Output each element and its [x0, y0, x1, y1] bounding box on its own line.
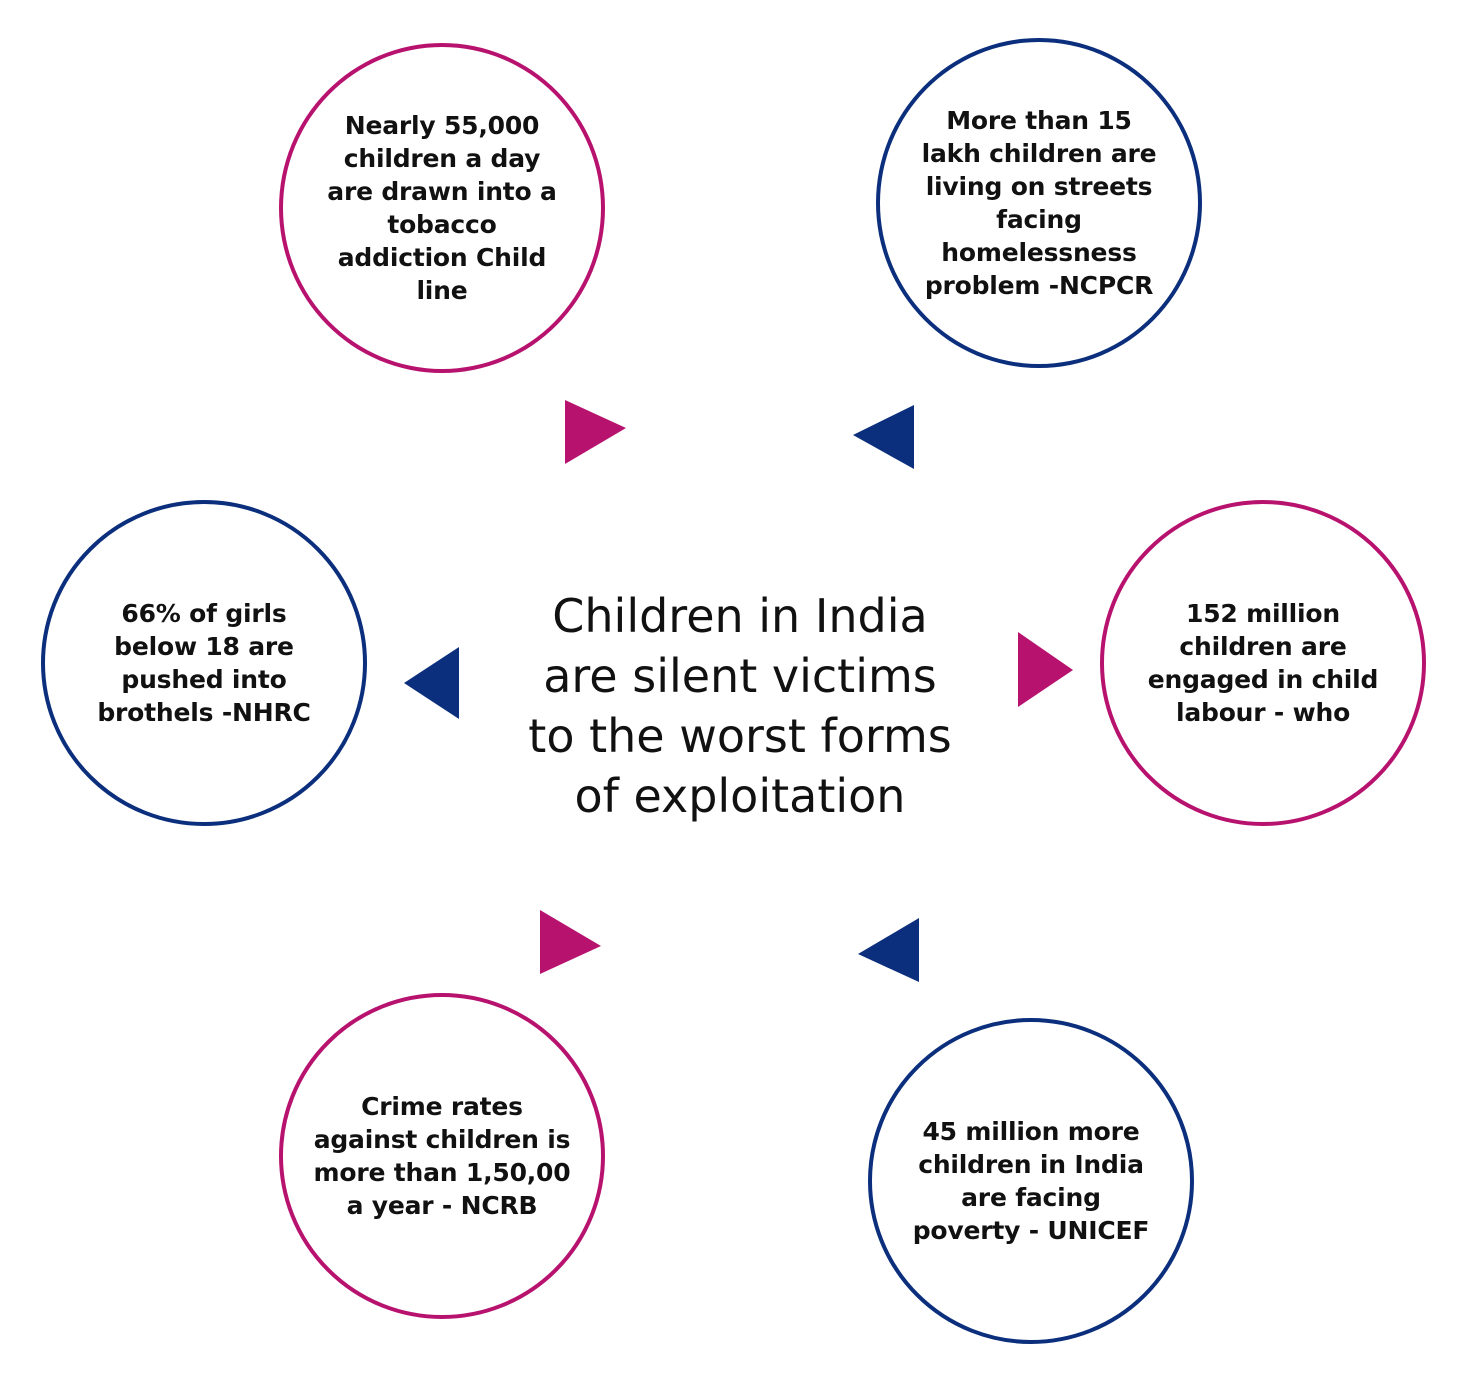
play-triangle-left-icon — [858, 918, 919, 982]
fact-circle-crime: Crime rates against children is more tha… — [279, 993, 605, 1319]
fact-text-homeless: More than 15 lakh children are living on… — [921, 106, 1157, 300]
fact-text-poverty: 45 million more children in India are fa… — [912, 1117, 1150, 1245]
fact-circle-child-labour: 152 million children are engaged in chil… — [1100, 500, 1426, 826]
center-statement: Children in India are silent victims to … — [528, 589, 952, 823]
fact-circle-poverty: 45 million more children in India are fa… — [868, 1018, 1194, 1344]
fact-circle-brothels: 66% of girls below 18 are pushed into br… — [41, 500, 367, 826]
play-triangle-right-icon — [1018, 632, 1073, 707]
play-triangle-right-icon — [540, 910, 601, 974]
fact-circle-homeless: More than 15 lakh children are living on… — [876, 38, 1202, 368]
fact-text-brothels: 66% of girls below 18 are pushed into br… — [97, 599, 311, 727]
fact-text-child-labour: 152 million children are engaged in chil… — [1147, 599, 1379, 727]
play-triangle-left-icon — [404, 647, 459, 719]
fact-circle-tobacco: Nearly 55,000 children a day are drawn i… — [279, 43, 605, 373]
fact-text-crime: Crime rates against children is more tha… — [313, 1092, 571, 1220]
play-triangle-left-icon — [853, 405, 914, 469]
fact-text-tobacco: Nearly 55,000 children a day are drawn i… — [327, 111, 557, 305]
play-triangle-right-icon — [565, 400, 626, 464]
